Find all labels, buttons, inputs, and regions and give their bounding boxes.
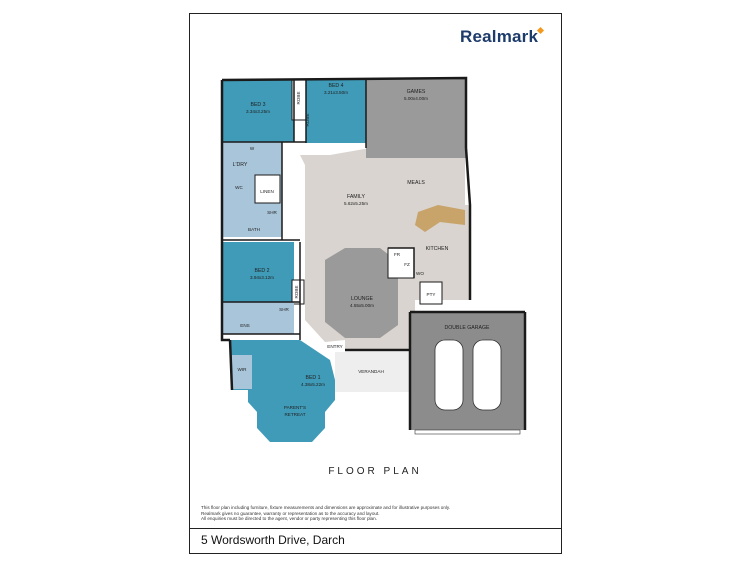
w-label: W — [250, 146, 255, 151]
ens-label: ENS — [240, 323, 249, 328]
robe3-label: ROBE — [305, 113, 310, 126]
pty-label: PTY — [427, 292, 436, 297]
entry-label: ENTRY — [327, 344, 343, 349]
car-left — [434, 339, 464, 411]
wo-label: WO — [416, 271, 424, 276]
property-address: 5 Wordsworth Drive, Darch — [201, 533, 345, 547]
bed4-label: BED 4 — [329, 83, 344, 89]
bed1-retreat — [230, 340, 335, 442]
retreat-label-2: RETREAT — [284, 412, 305, 417]
bed3-label: BED 3 — [251, 102, 266, 108]
garage-label: DOUBLE GARAGE — [445, 325, 491, 331]
brand-logo: Realmark — [460, 27, 539, 46]
bed4-room — [306, 80, 366, 143]
ensuite — [222, 302, 294, 334]
verandah-label: VERANDAH — [358, 369, 384, 374]
robe2-label: ROBE — [294, 285, 299, 298]
bed3-room — [222, 80, 294, 142]
pantry — [419, 281, 443, 305]
kitchen-bench — [415, 205, 465, 232]
robe1-label: ROBE — [296, 91, 301, 104]
games-label: GAMES — [407, 89, 426, 95]
family-dims: 5.62x5.25m — [344, 201, 368, 206]
linen-label: LINEN — [260, 189, 274, 194]
shr2-label: SHR — [279, 307, 289, 312]
kitchen-label: KITCHEN — [426, 246, 449, 252]
shr1-label: SHR — [267, 210, 277, 215]
garage-door — [414, 429, 521, 435]
lounge-label: LOUNGE — [351, 296, 373, 302]
floor-plan-title: FLOOR PLAN — [328, 466, 422, 477]
disclaimer-line: All enquiries must be directed to the ag… — [201, 516, 377, 522]
floor-plan-drawing: BED 3 3.34x3.25m BED 4 3.21x3.50m GAMES … — [220, 76, 527, 442]
fridge-area — [387, 247, 415, 279]
bath-label: BATH — [248, 227, 260, 232]
bed3-dims: 3.34x3.25m — [246, 109, 270, 114]
fr-label: FR — [394, 252, 401, 257]
disclaimer-line: This floor plan including furniture, fix… — [201, 505, 451, 510]
bed1-dims: 4.38x5.22m — [301, 382, 325, 387]
bed2-label: BED 2 — [255, 268, 270, 274]
bed1-label: BED 1 — [306, 375, 321, 381]
internal-walls — [222, 78, 415, 340]
bed4-dims: 3.21x3.50m — [324, 90, 348, 95]
outer-walls — [220, 76, 527, 430]
garage-floor — [410, 312, 525, 430]
games-dims: 5.00x4.00m — [404, 96, 428, 101]
wir-label: WIR — [238, 367, 248, 372]
lounge-dims: 4.55x5.00m — [350, 303, 374, 308]
verandah-area — [335, 352, 410, 392]
family-label: FAMILY — [347, 194, 366, 200]
wir — [232, 355, 252, 389]
bed2-room — [222, 242, 294, 302]
linen-cupboard — [254, 174, 281, 204]
ldry-label: L'DRY — [233, 162, 248, 168]
robe-2 — [291, 279, 305, 305]
disclaimer: This floor plan including furniture, fix… — [201, 505, 501, 522]
footer-divider — [189, 528, 562, 529]
wc-label: WC — [235, 185, 243, 190]
games-room — [366, 78, 466, 158]
fz-label: FZ — [404, 262, 410, 267]
bed2-dims: 3.94x3.12m — [250, 275, 274, 280]
retreat-label-1: PARENT'S — [284, 405, 306, 410]
meals-label: MEALS — [407, 180, 425, 186]
lounge-room — [325, 248, 398, 338]
car-right — [472, 339, 502, 411]
disclaimer-line: Realmark gives no guarantee, warranty or… — [201, 510, 380, 516]
